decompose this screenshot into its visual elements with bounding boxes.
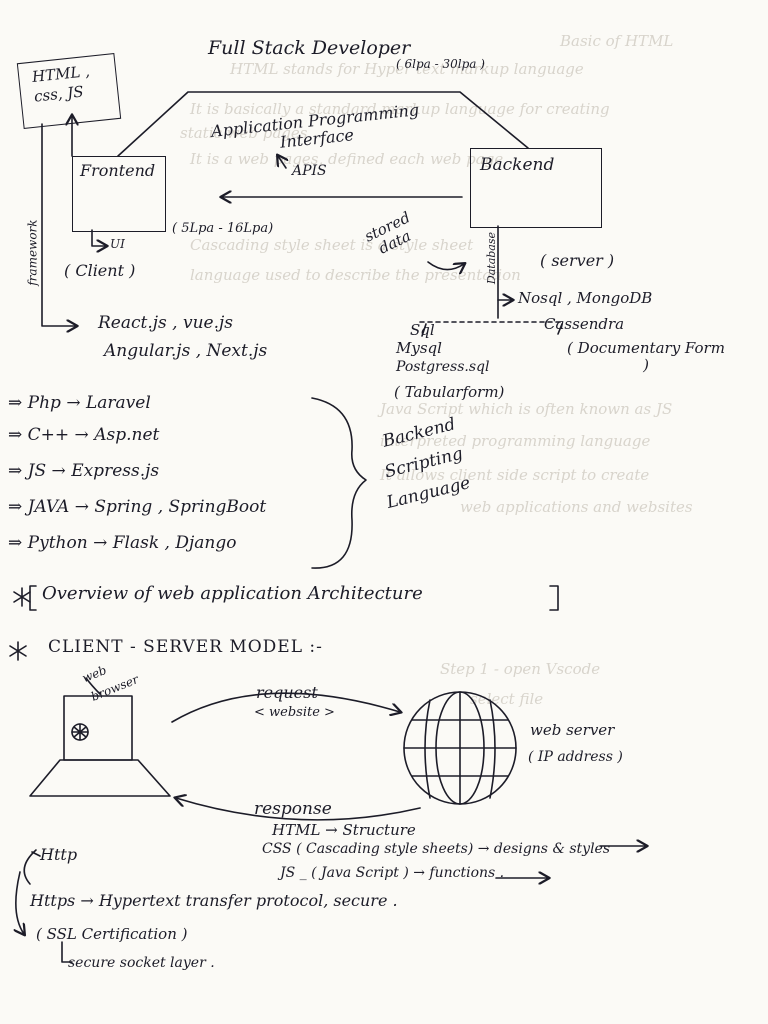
postgres-label: Postgress.sql bbox=[396, 360, 489, 375]
lang-row-python: ⇒ Python → Flask , Django bbox=[8, 534, 236, 553]
lang-framework: Spring , SpringBoot bbox=[94, 497, 266, 517]
apis-label: APIS bbox=[292, 164, 327, 179]
sql-label: Sql bbox=[410, 322, 435, 339]
request-label: request bbox=[256, 684, 318, 702]
ssl-full-label: secure socket layer . bbox=[68, 956, 215, 971]
framework-label: framework bbox=[27, 219, 40, 285]
tabular-label: ( Tabularform) bbox=[394, 384, 504, 401]
lang-framework: Laravel bbox=[86, 393, 151, 413]
request-sub-label: < website > bbox=[254, 706, 335, 720]
full-stack-salary: ( 6lpa - 30lpa ) bbox=[396, 58, 485, 71]
lang-row-php: ⇒ Php → Laravel bbox=[8, 394, 151, 413]
lang-name: Python bbox=[28, 533, 88, 553]
web-server-label: web server bbox=[530, 722, 614, 739]
frontend-frameworks-2: Angular.js , Next.js bbox=[104, 342, 267, 361]
lang-row-cpp: ⇒ C++ → Asp.net bbox=[8, 426, 159, 445]
lang-name: JS bbox=[28, 461, 46, 481]
html-structure: HTML → Structure bbox=[272, 822, 416, 839]
database-label: Database bbox=[486, 232, 498, 284]
https-label: Https → Hypertext transfer protocol, sec… bbox=[30, 892, 398, 910]
full-stack-title: Full Stack Developer bbox=[208, 38, 410, 59]
http-label: Http bbox=[40, 846, 77, 864]
frontend-frameworks-1: React.js , vue.js bbox=[98, 314, 233, 333]
js-functions: JS _ ( Java Script ) → functions . bbox=[280, 866, 504, 881]
client-label: ( Client ) bbox=[64, 262, 135, 280]
lang-name: C++ bbox=[28, 425, 70, 445]
lang-row-js: ⇒ JS → Express.js bbox=[8, 462, 159, 481]
lang-row-java: ⇒ JAVA → Spring , SpringBoot bbox=[8, 498, 266, 517]
css-designs: CSS ( Cascading style sheets) → designs … bbox=[262, 842, 610, 857]
ui-label: UI bbox=[110, 238, 125, 251]
response-label: response bbox=[254, 800, 332, 819]
documentary-label: ( Documentary Form ) bbox=[566, 340, 726, 373]
lang-framework: Asp.net bbox=[94, 425, 159, 445]
frontend-salary: ( 5Lpa - 16Lpa) bbox=[172, 222, 273, 236]
server-label: ( server ) bbox=[540, 252, 614, 270]
ip-address-label: ( IP address ) bbox=[528, 750, 623, 765]
lang-name: JAVA bbox=[28, 497, 70, 517]
overview-heading: Overview of web application Architecture bbox=[42, 584, 423, 604]
cassandra-label: Cassendra bbox=[544, 316, 624, 333]
lang-name: Php bbox=[28, 393, 61, 413]
nosql-label: Nosql , MongoDB bbox=[518, 290, 652, 307]
lang-framework: Express.js bbox=[71, 461, 159, 481]
mysql-label: Mysql bbox=[396, 340, 442, 357]
frontend-label: Frontend bbox=[80, 162, 155, 180]
backend-label: Backend bbox=[480, 156, 554, 175]
client-server-heading: CLIENT - SERVER MODEL :- bbox=[48, 638, 323, 657]
lang-framework: Flask , Django bbox=[113, 533, 237, 553]
ssl-label: ( SSL Certification ) bbox=[36, 926, 187, 943]
